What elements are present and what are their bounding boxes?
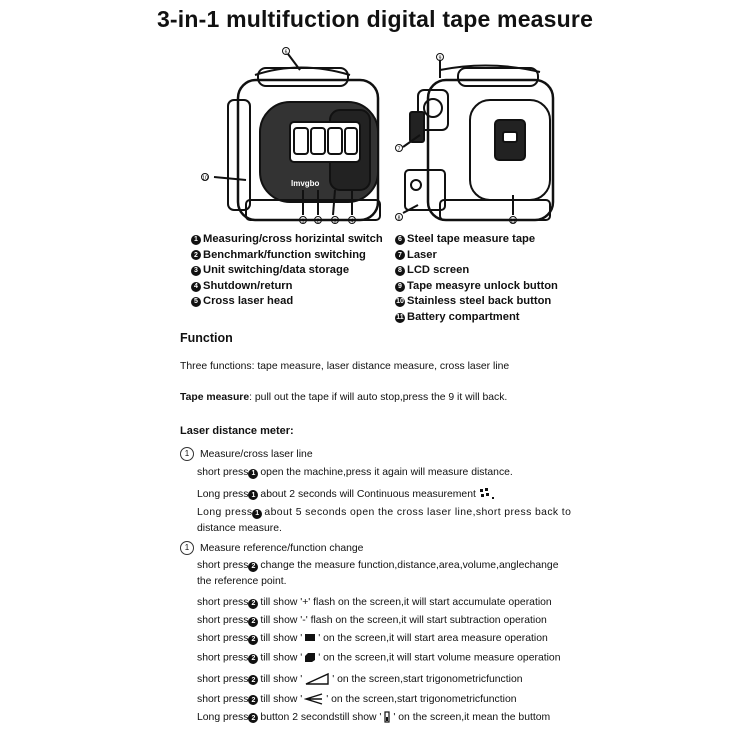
section-marker: 1: [180, 541, 194, 555]
number-badge: 2: [248, 653, 259, 664]
trigonometric-icon: [305, 672, 329, 685]
number-badge: 1: [252, 508, 263, 519]
area-icon: [305, 634, 316, 642]
volume-icon: [305, 653, 316, 662]
callout-number: 11: [510, 219, 515, 225]
number-badge: 2: [248, 616, 259, 627]
section2-line1b: the reference point.: [197, 576, 287, 587]
section1-line3b: distance measure.: [197, 523, 282, 534]
number-badge: 10: [395, 297, 405, 308]
number-badge: 4: [191, 281, 201, 292]
number-badge: 8: [395, 265, 405, 276]
laser-heading: Laser distance meter:: [180, 425, 294, 437]
callout-number: 4: [351, 219, 354, 225]
number-badge: 1: [248, 468, 259, 479]
number-badge: 11: [395, 312, 405, 323]
reference-icon: [384, 711, 391, 723]
number-badge: 2: [191, 250, 201, 261]
continuous-measure-icon: [479, 488, 494, 499]
number-badge: 6: [395, 234, 405, 245]
number-badge: 7: [395, 250, 405, 261]
number-badge: 3: [191, 265, 201, 276]
callout-number: 1: [302, 219, 305, 225]
device-brand: Imvgbo: [291, 179, 320, 188]
number-badge: 2: [248, 598, 259, 609]
trigonometric-alt-icon: [304, 693, 323, 705]
number-badge: 1: [248, 490, 259, 501]
callout-number: 3: [334, 219, 337, 225]
number-badge: 2: [248, 695, 259, 706]
callout-number: 2: [317, 219, 320, 225]
number-badge: 2: [248, 634, 259, 645]
number-badge: 2: [248, 675, 259, 686]
number-badge: 5: [191, 297, 201, 308]
section-marker: 1: [180, 447, 194, 461]
callout-number: 7: [398, 147, 401, 153]
three-functions-text: Three functions: tape measure, laser dis…: [180, 361, 510, 372]
callout-number: 8: [398, 216, 401, 222]
number-badge: 9: [395, 281, 405, 292]
callout-number: 9: [439, 56, 442, 62]
number-badge: 2: [248, 713, 259, 724]
page-title: 3-in-1 multifuction digital tape measure: [156, 6, 594, 32]
function-heading: Function: [180, 331, 233, 345]
number-badge: 1: [191, 234, 201, 245]
device-illustration: Imvgbo 6 10 1 2 3 4 9 7 8 11: [201, 47, 555, 225]
tape-measure-line: Tape measure: pull out the tape if will …: [180, 392, 508, 403]
number-badge: 2: [248, 561, 259, 572]
callout-number: 6: [285, 50, 288, 56]
callout-number: 10: [202, 176, 208, 182]
